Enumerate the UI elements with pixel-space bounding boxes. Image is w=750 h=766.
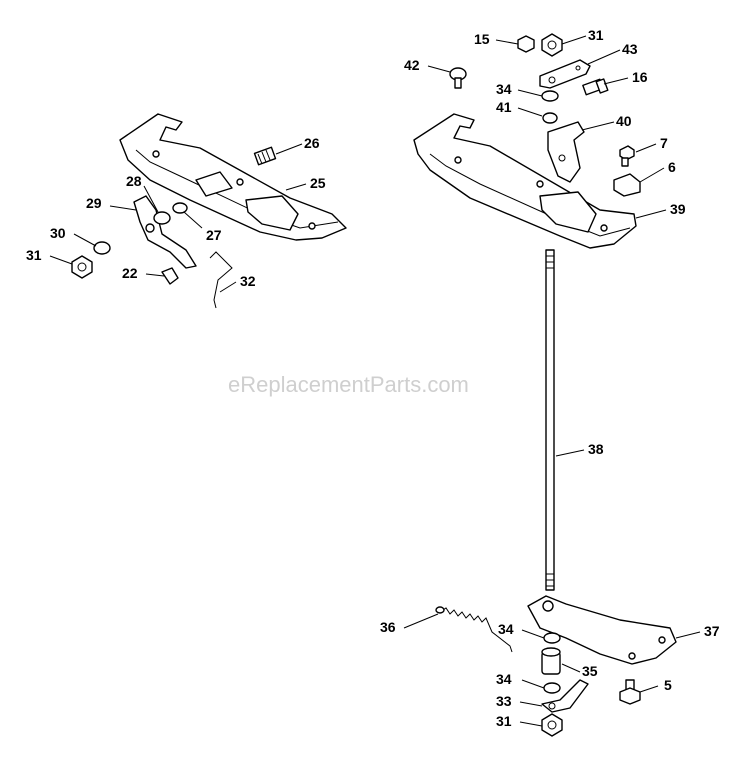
- label-38: 38: [588, 441, 604, 457]
- part-25-bracket: [119, 113, 347, 241]
- label-41: 41: [496, 99, 512, 115]
- part-38-rod: [545, 249, 555, 591]
- part-33-lever: [541, 679, 589, 713]
- part-6-clip: [613, 173, 641, 197]
- part-27-washer: [172, 202, 188, 214]
- watermark: eReplacementParts.com: [228, 372, 469, 397]
- label-31-top: 31: [588, 27, 604, 43]
- part-30-washer: [93, 241, 111, 255]
- part-31-nut-top: [541, 33, 563, 57]
- label-35: 35: [582, 663, 598, 679]
- label-31-bottom: 31: [496, 713, 512, 729]
- label-33: 33: [496, 693, 512, 709]
- part-34-washer-low: [543, 682, 561, 694]
- part-22-clip: [161, 267, 179, 285]
- label-39: 39: [670, 201, 686, 217]
- part-7-screw: [619, 145, 635, 167]
- label-34-top: 34: [496, 81, 512, 97]
- label-30: 30: [50, 225, 66, 241]
- label-34-low: 34: [496, 671, 512, 687]
- label-5: 5: [664, 677, 672, 693]
- label-36: 36: [380, 619, 396, 635]
- part-36-spring: [435, 606, 513, 653]
- part-37-plate: [527, 595, 677, 665]
- label-26: 26: [304, 135, 320, 151]
- part-43-lever: [539, 59, 591, 89]
- label-29: 29: [86, 195, 102, 211]
- part-42-screw: [449, 67, 467, 89]
- label-15: 15: [474, 31, 490, 47]
- part-16-screw: [582, 78, 609, 96]
- label-7: 7: [660, 135, 668, 151]
- part-32-spring-rod: [209, 251, 233, 309]
- label-28: 28: [126, 173, 142, 189]
- part-39-bracket: [413, 113, 637, 249]
- part-40-bracket: [547, 121, 585, 183]
- part-34-washer-top: [541, 90, 559, 102]
- label-40: 40: [616, 113, 632, 129]
- label-6: 6: [668, 159, 676, 175]
- part-31-nut-bottom: [541, 713, 563, 737]
- label-32: 32: [240, 273, 256, 289]
- label-42: 42: [404, 57, 420, 73]
- part-34-washer-mid: [543, 632, 561, 644]
- part-26-bolt: [253, 146, 277, 166]
- part-5-screw: [619, 679, 641, 705]
- label-43: 43: [622, 41, 638, 57]
- part-28-washer: [153, 211, 171, 225]
- part-29-lever: [133, 195, 197, 269]
- label-16: 16: [632, 69, 648, 85]
- leader-lines: [49, 35, 701, 727]
- label-34-mid: 34: [498, 621, 514, 637]
- part-41-spacer: [542, 112, 558, 124]
- label-37: 37: [704, 623, 720, 639]
- part-31-nut-left: [71, 255, 93, 279]
- label-27: 27: [206, 227, 222, 243]
- part-15-nut: [517, 35, 535, 53]
- label-22: 22: [122, 265, 138, 281]
- label-25: 25: [310, 175, 326, 191]
- label-31-left: 31: [26, 247, 42, 263]
- part-35-spacer: [541, 647, 561, 675]
